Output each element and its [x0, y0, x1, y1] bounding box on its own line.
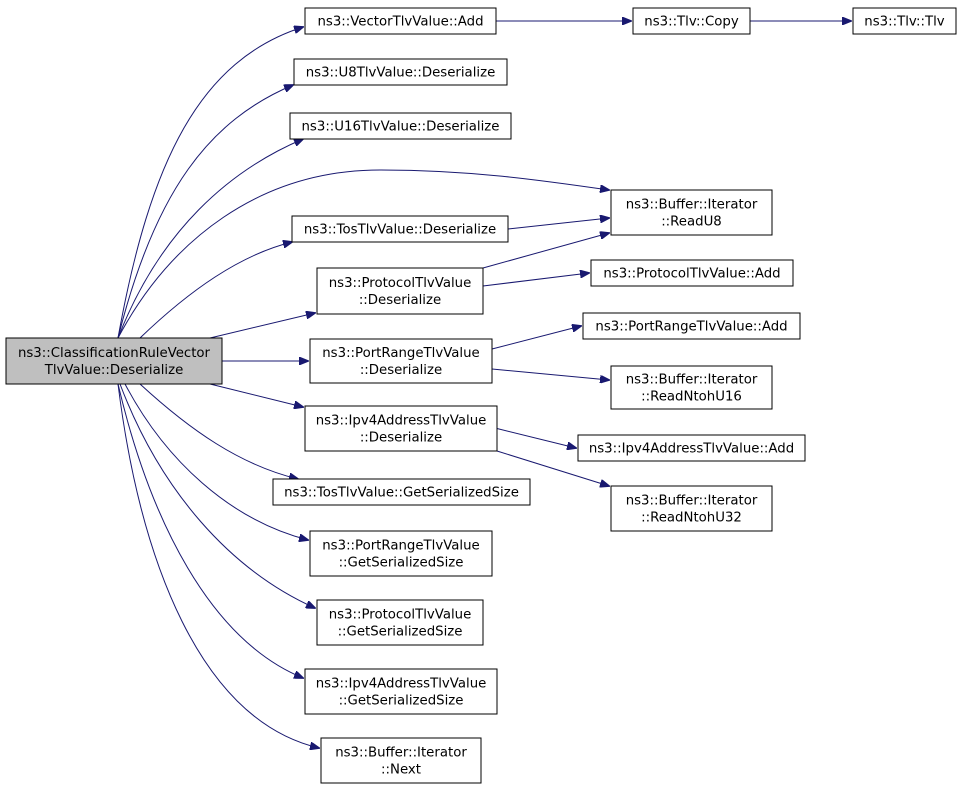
node-label: ns3::PortRangeTlvValue [322, 346, 479, 361]
node-label: ns3::TosTlvValue::Deserialize [304, 223, 496, 238]
node-label: ns3::Tlv::Tlv [864, 15, 945, 30]
node-label: ns3::ProtocolTlvValue [329, 608, 472, 623]
edge-root-to-ipv4_size [117, 383, 303, 678]
node-label: ::GetSerializedSize [339, 556, 464, 571]
edge-tos_deser-to-readu8 [507, 218, 609, 230]
nodes: ns3::ClassificationRuleVectorTlvValue::D… [5, 7, 957, 784]
edge-proto_deser-to-proto_add [482, 273, 589, 287]
node-next[interactable]: ns3::Buffer::Iterator::Next [320, 737, 482, 784]
edge-root-to-readu8 [117, 169, 609, 339]
edge-root-to-tos_size [139, 383, 298, 479]
node-box [309, 530, 493, 577]
node-box [610, 189, 773, 236]
node-label: ns3::VectorTlvValue::Add [317, 15, 483, 30]
edge-root-to-vec_add [117, 27, 303, 339]
node-box [582, 312, 801, 340]
edge-port_deser-to-readntohu16 [491, 368, 609, 380]
node-label: ns3::ClassificationRuleVector [18, 346, 211, 361]
node-label: ns3::ProtocolTlvValue::Add [603, 267, 780, 282]
edge-root-to-proto_deser [209, 313, 315, 339]
edge-root-to-tos_deser [139, 242, 292, 339]
node-label: ::ReadNtohU32 [641, 511, 742, 526]
node-box [291, 215, 509, 243]
edge-ipv4_deser-to-ipv4_add [496, 428, 576, 449]
node-label: ns3::Ipv4AddressTlvValue [316, 677, 487, 692]
edge-root-to-u8_deser [117, 85, 293, 339]
node-label: ::GetSerializedSize [339, 694, 464, 709]
node-label: ns3::ProtocolTlvValue [329, 276, 472, 291]
node-label: ::Next [381, 763, 421, 778]
node-box [852, 7, 957, 35]
node-box [272, 478, 531, 506]
node-box [610, 485, 773, 532]
node-box [309, 338, 493, 384]
node-label: ns3::U8TlvValue::Deserialize [306, 66, 496, 81]
node-label: TlvValue::Deserialize [44, 363, 184, 378]
node-tlv_copy[interactable]: ns3::Tlv::Copy [632, 7, 751, 35]
node-label: ::ReadU8 [661, 215, 722, 230]
node-label: ns3::Ipv4AddressTlvValue::Add [589, 442, 794, 457]
node-box [289, 112, 512, 140]
node-tos_size[interactable]: ns3::TosTlvValue::GetSerializedSize [272, 478, 531, 506]
edge-root-to-ipv4_deser [209, 383, 303, 407]
node-proto_size[interactable]: ns3::ProtocolTlvValue::GetSerializedSize [316, 599, 484, 646]
edge-root-to-port_size [124, 383, 308, 540]
edge-port_deser-to-port_add [491, 326, 581, 350]
node-box [610, 365, 773, 410]
node-proto_deser[interactable]: ns3::ProtocolTlvValue::Deserialize [316, 267, 484, 315]
node-port_size[interactable]: ns3::PortRangeTlvValue::GetSerializedSiz… [309, 530, 493, 577]
node-u16_deser[interactable]: ns3::U16TlvValue::Deserialize [289, 112, 512, 140]
node-ipv4_size[interactable]: ns3::Ipv4AddressTlvValue::GetSerializedS… [304, 668, 498, 715]
node-tlv_tlv[interactable]: ns3::Tlv::Tlv [852, 7, 957, 35]
node-box [5, 337, 223, 385]
node-box [304, 668, 498, 715]
node-tos_deser[interactable]: ns3::TosTlvValue::Deserialize [291, 215, 509, 243]
node-label: ::Deserialize [359, 293, 441, 308]
node-label: ns3::Buffer::Iterator [626, 373, 758, 388]
node-label: ::Deserialize [360, 431, 442, 446]
node-label: ns3::Tlv::Copy [644, 15, 739, 30]
node-label: ::ReadNtohU16 [641, 390, 742, 405]
edge-root-to-u16_deser [117, 139, 303, 339]
node-label: ns3::TosTlvValue::GetSerializedSize [284, 486, 519, 501]
node-box [293, 58, 508, 86]
node-label: ns3::Ipv4AddressTlvValue [316, 414, 487, 429]
node-label: ns3::Buffer::Iterator [335, 746, 467, 761]
edge-proto_deser-to-readu8 [482, 233, 609, 269]
node-box [304, 405, 498, 452]
edge-root-to-proto_size [119, 383, 315, 608]
node-readntohu16[interactable]: ns3::Buffer::Iterator::ReadNtohU16 [610, 365, 773, 410]
node-box [632, 7, 751, 35]
node-readu8[interactable]: ns3::Buffer::Iterator::ReadU8 [610, 189, 773, 236]
node-label: ns3::U16TlvValue::Deserialize [302, 120, 500, 135]
node-label: ns3::Buffer::Iterator [626, 198, 758, 213]
node-box [304, 7, 497, 35]
node-root[interactable]: ns3::ClassificationRuleVectorTlvValue::D… [5, 337, 223, 385]
node-box [590, 259, 794, 287]
node-vec_add[interactable]: ns3::VectorTlvValue::Add [304, 7, 497, 35]
node-box [316, 599, 484, 646]
node-label: ::GetSerializedSize [338, 625, 463, 640]
node-port_deser[interactable]: ns3::PortRangeTlvValue::Deserialize [309, 338, 493, 384]
edges [117, 21, 851, 748]
node-ipv4_add[interactable]: ns3::Ipv4AddressTlvValue::Add [577, 434, 806, 462]
node-box [577, 434, 806, 462]
node-label: ns3::Buffer::Iterator [626, 494, 758, 509]
edge-ipv4_deser-to-readntohu32 [496, 450, 609, 486]
node-label: ::Deserialize [360, 363, 442, 378]
edge-root-to-next [117, 383, 319, 748]
node-box [320, 737, 482, 784]
node-u8_deser[interactable]: ns3::U8TlvValue::Deserialize [293, 58, 508, 86]
node-proto_add[interactable]: ns3::ProtocolTlvValue::Add [590, 259, 794, 287]
node-readntohu32[interactable]: ns3::Buffer::Iterator::ReadNtohU32 [610, 485, 773, 532]
node-port_add[interactable]: ns3::PortRangeTlvValue::Add [582, 312, 801, 340]
node-label: ns3::PortRangeTlvValue::Add [595, 320, 787, 335]
node-label: ns3::PortRangeTlvValue [322, 539, 479, 554]
node-ipv4_deser[interactable]: ns3::Ipv4AddressTlvValue::Deserialize [304, 405, 498, 452]
node-box [316, 267, 484, 315]
